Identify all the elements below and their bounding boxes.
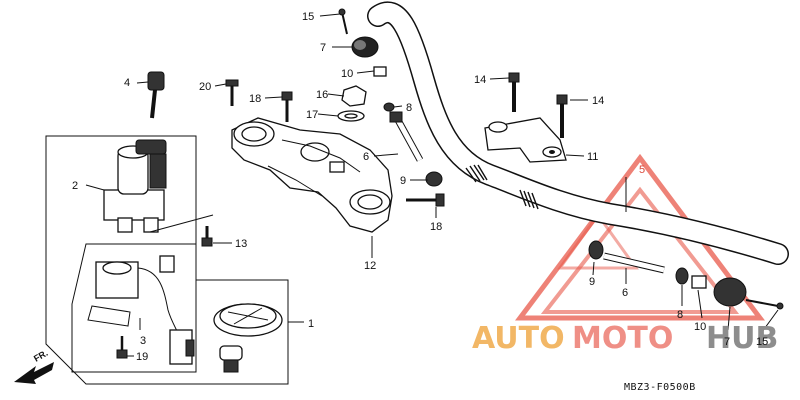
callout-19: 19 (136, 351, 148, 363)
handlebar-holder (484, 72, 568, 163)
stem-nut-parts (337, 8, 445, 207)
callout-16: 16 (316, 89, 328, 101)
callout-18-bridge: 18 (430, 221, 442, 233)
callout-6-right: 6 (622, 287, 628, 299)
diagram-code: MBZ3-F0500B (624, 382, 696, 393)
ignition-switch-frame (45, 135, 289, 385)
watermark-auto: AUTO (472, 321, 565, 356)
callout-13: 13 (235, 238, 247, 250)
callout-7-top: 7 (320, 42, 326, 54)
callout-17: 17 (306, 109, 318, 121)
callout-15-top: 15 (302, 11, 314, 23)
callout-10-top: 10 (341, 68, 353, 80)
bar-end-assembly (588, 240, 784, 310)
ignition-key (147, 71, 165, 119)
callout-9-top: 9 (400, 175, 406, 187)
callout-14-right: 14 (592, 95, 604, 107)
callout-9-right: 9 (589, 276, 595, 288)
callout-12: 12 (364, 260, 376, 272)
bolt-18 (281, 91, 293, 122)
callout-6-top: 6 (363, 151, 369, 163)
callout-10-right: 10 (694, 321, 706, 333)
callout-5: 5 (639, 164, 645, 176)
bolt-20 (225, 79, 239, 106)
watermark-text: AUTO MOTO HUB (472, 321, 778, 356)
callout-14-left: 14 (474, 74, 486, 86)
callout-7-right: 7 (724, 336, 730, 348)
callout-1: 1 (308, 318, 314, 330)
callout-20: 20 (199, 81, 211, 93)
callout-8-right: 8 (677, 309, 683, 321)
fuel-cap (213, 303, 283, 373)
callout-18-top: 18 (249, 93, 261, 105)
bolt-13 (201, 226, 213, 247)
callout-15-right: 15 (756, 336, 768, 348)
leader-lines (85, 13, 779, 357)
screw-19 (116, 336, 128, 359)
callout-2: 2 (72, 180, 78, 192)
front-direction-arrow: FR. (14, 348, 54, 384)
callout-11: 11 (587, 151, 598, 163)
callout-8-top: 8 (406, 102, 412, 114)
watermark-moto: MOTO (572, 321, 673, 356)
handlebar-pipe (367, 1, 789, 265)
lock-mechanism (87, 255, 195, 365)
top-bridge (231, 117, 393, 233)
ignition-switch (103, 139, 167, 233)
callout-4: 4 (124, 77, 130, 89)
callout-3: 3 (140, 335, 146, 347)
front-direction-label: FR. (32, 348, 50, 364)
watermark-hub: HUB (706, 321, 778, 356)
